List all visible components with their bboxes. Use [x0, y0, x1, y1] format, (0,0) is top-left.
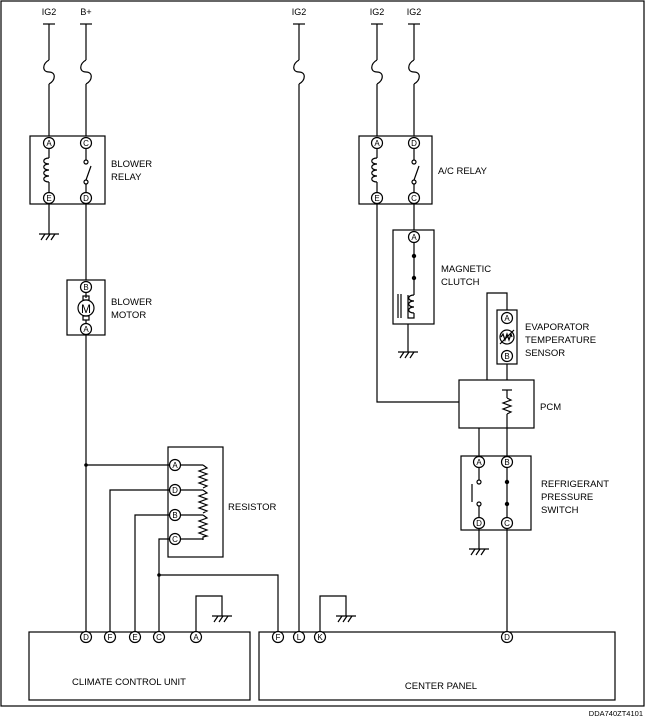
supply-ig2-center-panel: IG2: [292, 7, 307, 17]
sensor-label-2: TEMPERATURE: [525, 335, 596, 346]
pcm-pullup-resistor: [501, 397, 513, 415]
clutch-label-1: MAGNETIC: [441, 264, 491, 275]
resistor-label: RESISTOR: [228, 502, 277, 513]
blower-relay-label-1: BLOWER: [111, 159, 152, 170]
svg-text:E: E: [46, 194, 51, 203]
center-panel-pin-d: D: [504, 633, 510, 642]
blower-relay-switch: [85, 165, 92, 181]
svg-text:D: D: [411, 139, 417, 148]
clutch-coil: [408, 294, 415, 314]
supply-ig2-ac-relay-switch: IG2: [407, 7, 422, 17]
blower-relay-coil: [43, 157, 50, 183]
pcm: [458, 379, 535, 429]
pcm-label: PCM: [540, 402, 561, 413]
ac-relay-pin-a: [370, 136, 384, 150]
svg-text:A: A: [46, 139, 52, 148]
blower-relay-pin-d: [79, 191, 93, 205]
center-panel: F L K D: [258, 630, 616, 701]
clutch-label-2: CLUTCH: [441, 277, 480, 288]
ccu-pin-e: E: [132, 633, 137, 642]
climate-control-unit: D F E C A: [28, 630, 251, 701]
svg-text:C: C: [83, 139, 89, 148]
center-panel-pin-l: L: [297, 633, 302, 642]
svg-text:A: A: [374, 139, 380, 148]
svg-text:M: M: [81, 302, 91, 316]
center-panel-pin-f: F: [276, 633, 281, 642]
evaporator-temperature-sensor: A B: [486, 292, 518, 380]
ac-relay: A D E C: [358, 135, 433, 205]
ac-relay-pin-c: [407, 191, 421, 205]
svg-text:B: B: [504, 352, 509, 361]
ac-relay-switch: [413, 165, 420, 181]
svg-text:E: E: [374, 194, 379, 203]
resistor-element-2: [197, 489, 209, 514]
sensor-pin-b: [500, 349, 514, 363]
svg-text:D: D: [476, 519, 482, 528]
ac-relay-coil: [371, 157, 378, 183]
svg-text:B: B: [504, 458, 509, 467]
resistor-element-1: [197, 464, 209, 489]
blower-motor-label-2: MOTOR: [111, 310, 146, 321]
pressure-switch-label-1: REFRIGERANT: [541, 479, 609, 490]
ac-relay-pin-e: [370, 191, 384, 205]
ccu-pin-a: A: [193, 633, 199, 642]
svg-text:C: C: [411, 194, 417, 203]
svg-text:D: D: [83, 194, 89, 203]
supply-ig2-ac-relay-coil: IG2: [370, 7, 385, 17]
svg-text:A: A: [172, 461, 178, 470]
ac-relay-label: A/C RELAY: [438, 166, 488, 177]
svg-text:C: C: [172, 535, 178, 544]
ccu-pin-d: D: [83, 633, 89, 642]
fuse-ig2-1: [43, 23, 55, 136]
refrigerant-pressure-switch: A B D C: [460, 455, 532, 531]
svg-text:B: B: [83, 283, 88, 292]
blower-relay-pin-e: [42, 191, 56, 205]
pressure-switch-label-3: SWITCH: [541, 505, 579, 516]
center-panel-pin-k: K: [317, 633, 323, 642]
pressure-switch-pin-c: [500, 516, 514, 530]
ac-relay-pin-d: [407, 136, 421, 150]
resistor-element-3: [197, 514, 210, 540]
sensor-pin-a: [500, 311, 514, 325]
blower-motor-pin-a: [79, 322, 93, 336]
svg-text:A: A: [476, 458, 482, 467]
fuse-ig2-2: [293, 23, 305, 632]
svg-text:A: A: [504, 314, 510, 323]
blower-relay-pin-c: [79, 136, 93, 150]
pressure-switch-pin-a: [472, 455, 486, 469]
diagram-frame: [0, 0, 645, 707]
resistor-block: A D B C: [167, 446, 224, 558]
supply-ig2-blower-relay: IG2: [42, 7, 57, 17]
fuse-ig2-4: [408, 23, 420, 136]
pressure-switch-pin-b: [500, 455, 514, 469]
fuse-bplus: [80, 23, 92, 136]
blower-motor-label-1: BLOWER: [111, 297, 152, 308]
svg-text:C: C: [504, 519, 510, 528]
supply-bplus: B+: [80, 7, 91, 17]
fuse-ig2-3: [371, 23, 383, 136]
blower-relay-label-2: RELAY: [111, 172, 142, 183]
blower-relay-pin-a: [42, 136, 56, 150]
sensor-label-1: EVAPORATOR: [525, 322, 590, 333]
svg-text:B: B: [172, 511, 177, 520]
svg-text:D: D: [172, 486, 178, 495]
ccu-pin-c: C: [156, 633, 162, 642]
blower-relay: A C E D: [29, 135, 106, 241]
sensor-label-3: SENSOR: [525, 348, 565, 359]
pressure-switch-label-2: PRESSURE: [541, 492, 593, 503]
clutch-pin-a: [407, 230, 421, 244]
svg-text:A: A: [83, 325, 89, 334]
blower-motor: B M A: [66, 279, 106, 336]
figure-code: DDA740ZT4101: [589, 709, 643, 718]
ccu-pin-f: F: [108, 633, 113, 642]
pressure-switch-pin-d: [472, 516, 486, 530]
svg-text:A: A: [411, 233, 417, 242]
center-panel-label: CENTER PANEL: [405, 681, 477, 692]
magnetic-clutch: A: [392, 229, 435, 359]
blower-motor-pin-b: [79, 280, 93, 294]
climate-control-unit-label: CLIMATE CONTROL UNIT: [72, 677, 186, 688]
